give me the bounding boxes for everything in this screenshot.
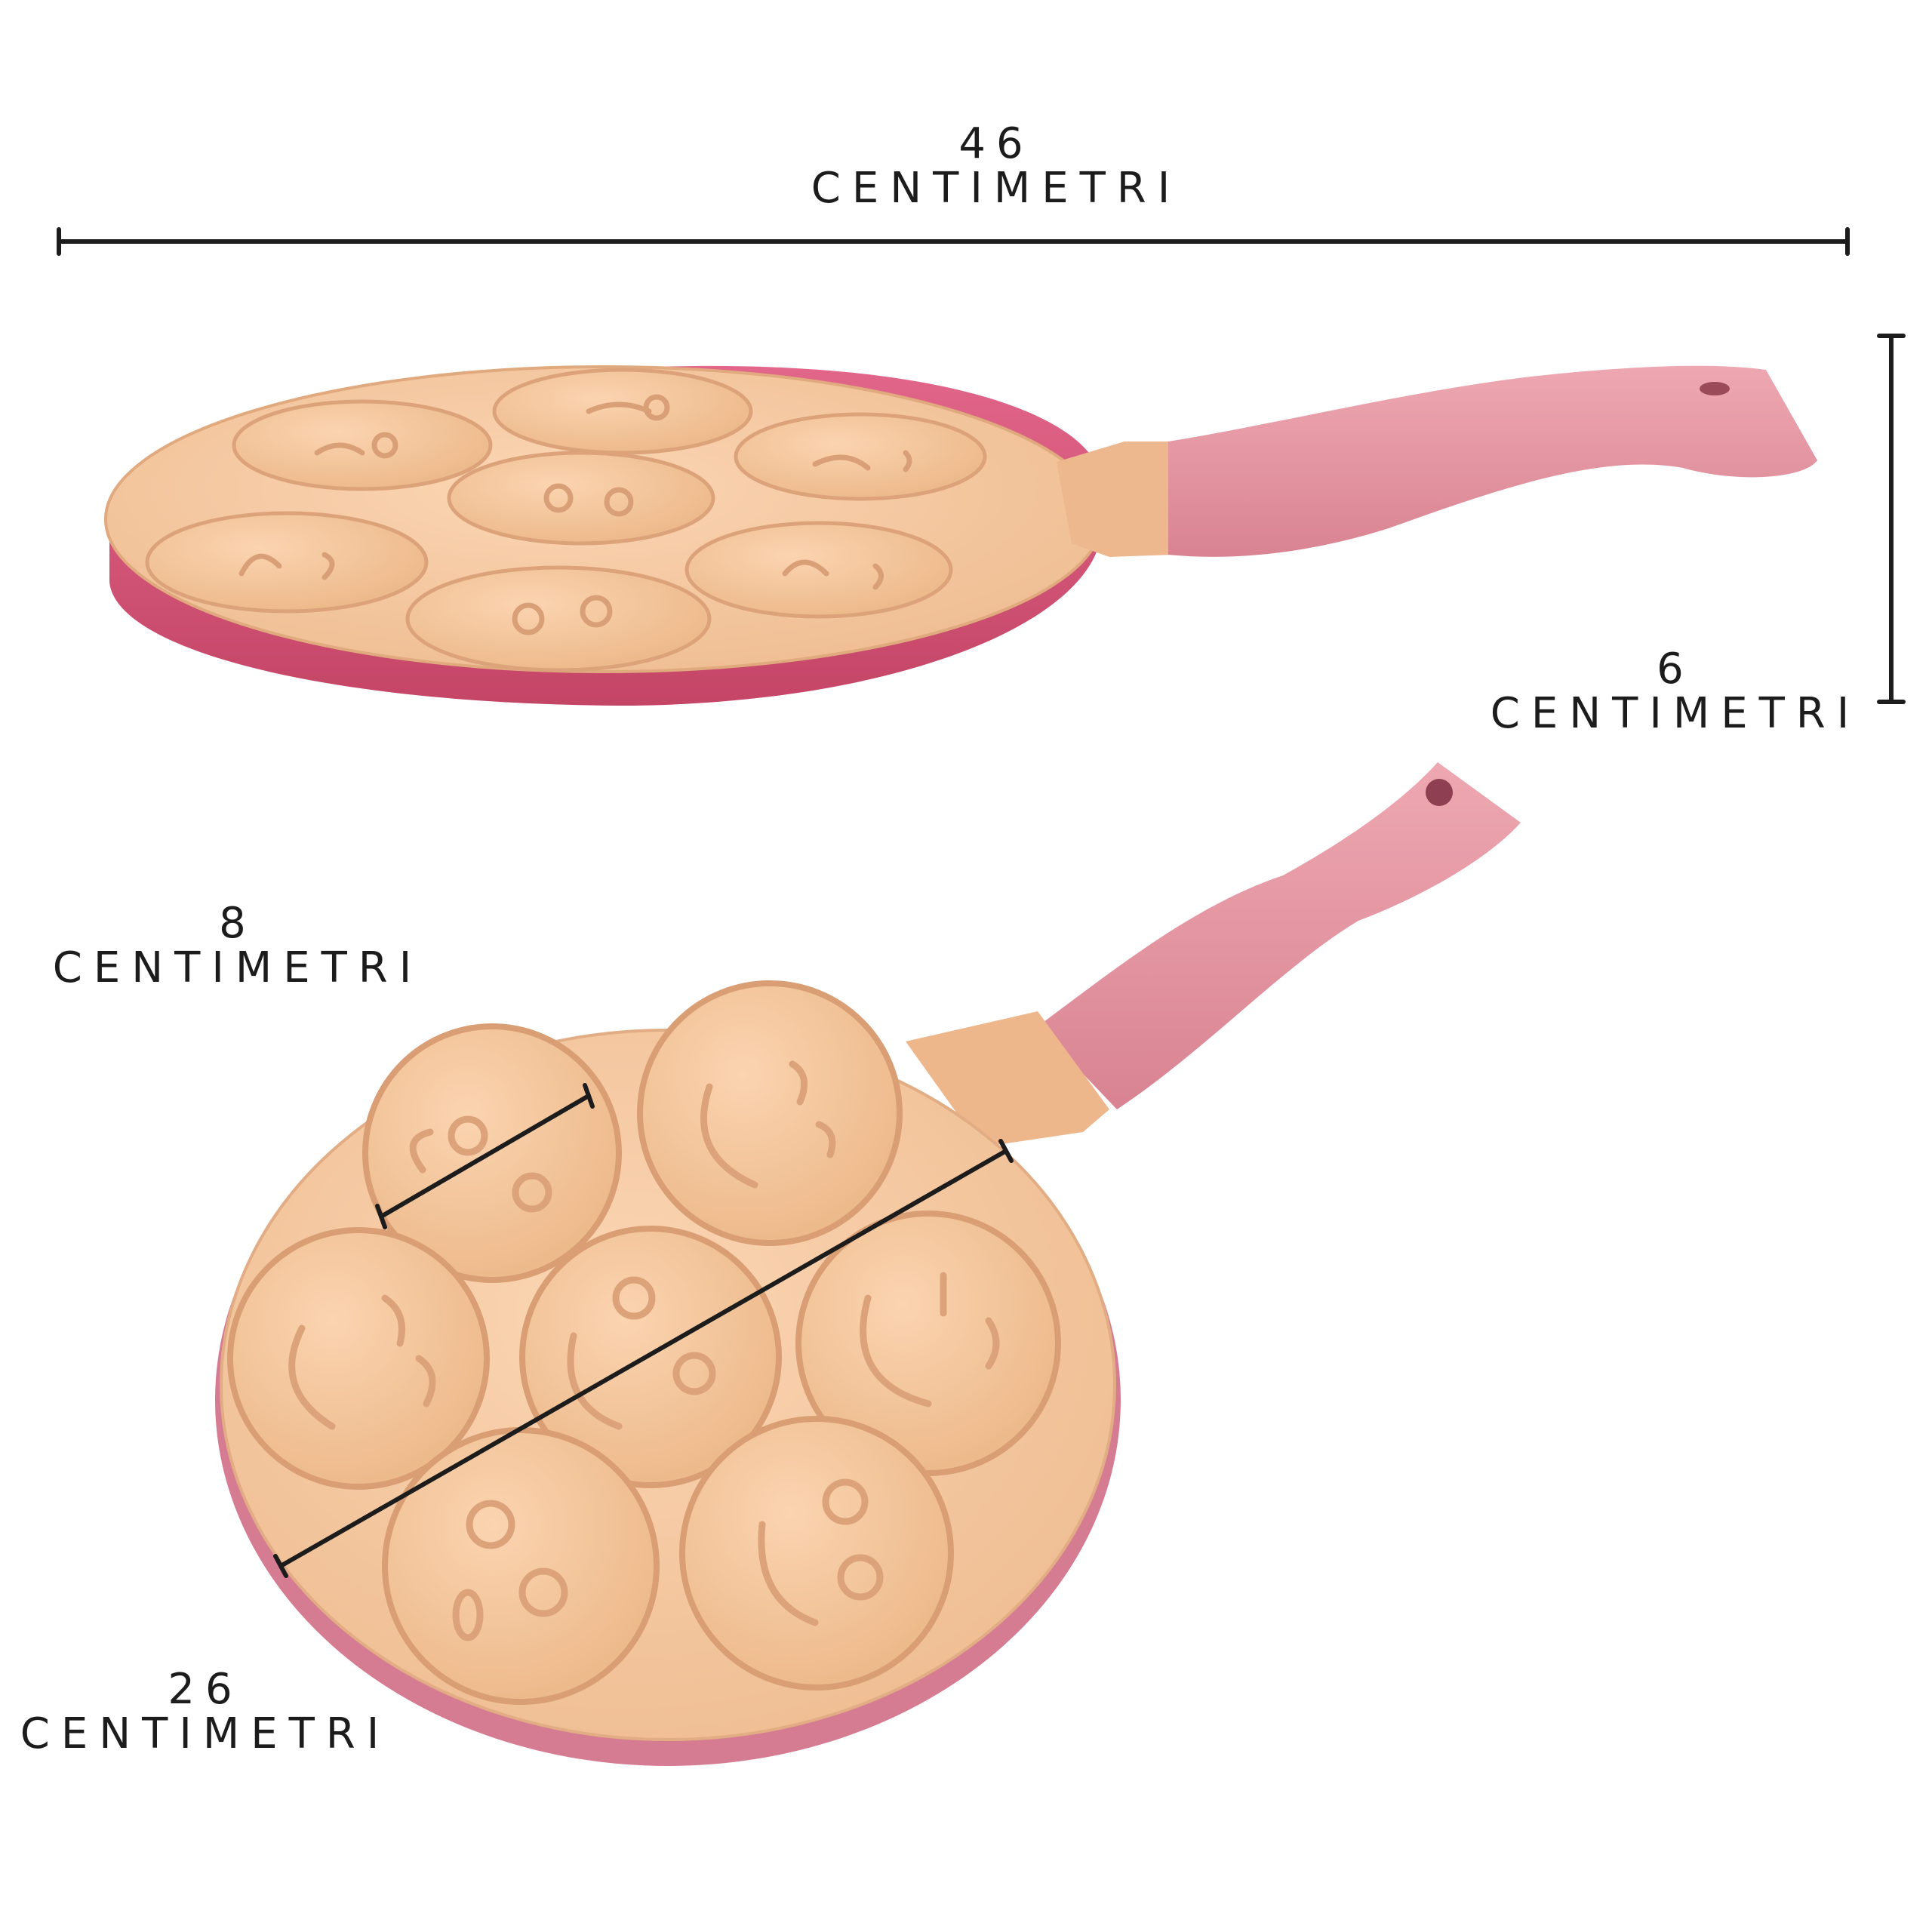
pan-neck	[1057, 441, 1174, 557]
overall-length-label: 46 CENTIMETRI	[777, 122, 1215, 211]
dimension-lines	[57, 227, 1906, 1578]
cavity-diameter-unit: CENTIMETRI	[52, 943, 423, 992]
cavity-diameter-value: 8	[219, 899, 257, 948]
hanging-hole-top	[1426, 779, 1453, 806]
embossed-faces-side	[238, 394, 912, 635]
pan-diameter-value: 26	[168, 1665, 243, 1714]
overall-length-unit: CENTIMETRI	[811, 163, 1182, 213]
pan-handle-top	[1038, 762, 1521, 1109]
height-value: 6	[1657, 645, 1694, 694]
embossed-faces-top	[288, 1060, 1000, 1641]
dimension-line-26	[278, 1149, 1008, 1568]
pan-diameter-label: 26 CENTIMETRI	[9, 1665, 401, 1758]
hanging-hole	[1700, 382, 1730, 395]
height-unit: CENTIMETRI	[1490, 688, 1861, 738]
overall-length-value: 46	[958, 119, 1034, 168]
pan-handle-side	[1168, 365, 1817, 557]
pan-side-view	[104, 365, 1817, 706]
pan-diameter-unit: CENTIMETRI	[20, 1709, 391, 1758]
pan-neck-top	[906, 1011, 1109, 1147]
height-label: 6 CENTIMETRI	[1457, 645, 1894, 738]
dimension-line-8	[379, 1094, 591, 1219]
cavity-diameter-label: 8 CENTIMETRI	[42, 899, 434, 992]
